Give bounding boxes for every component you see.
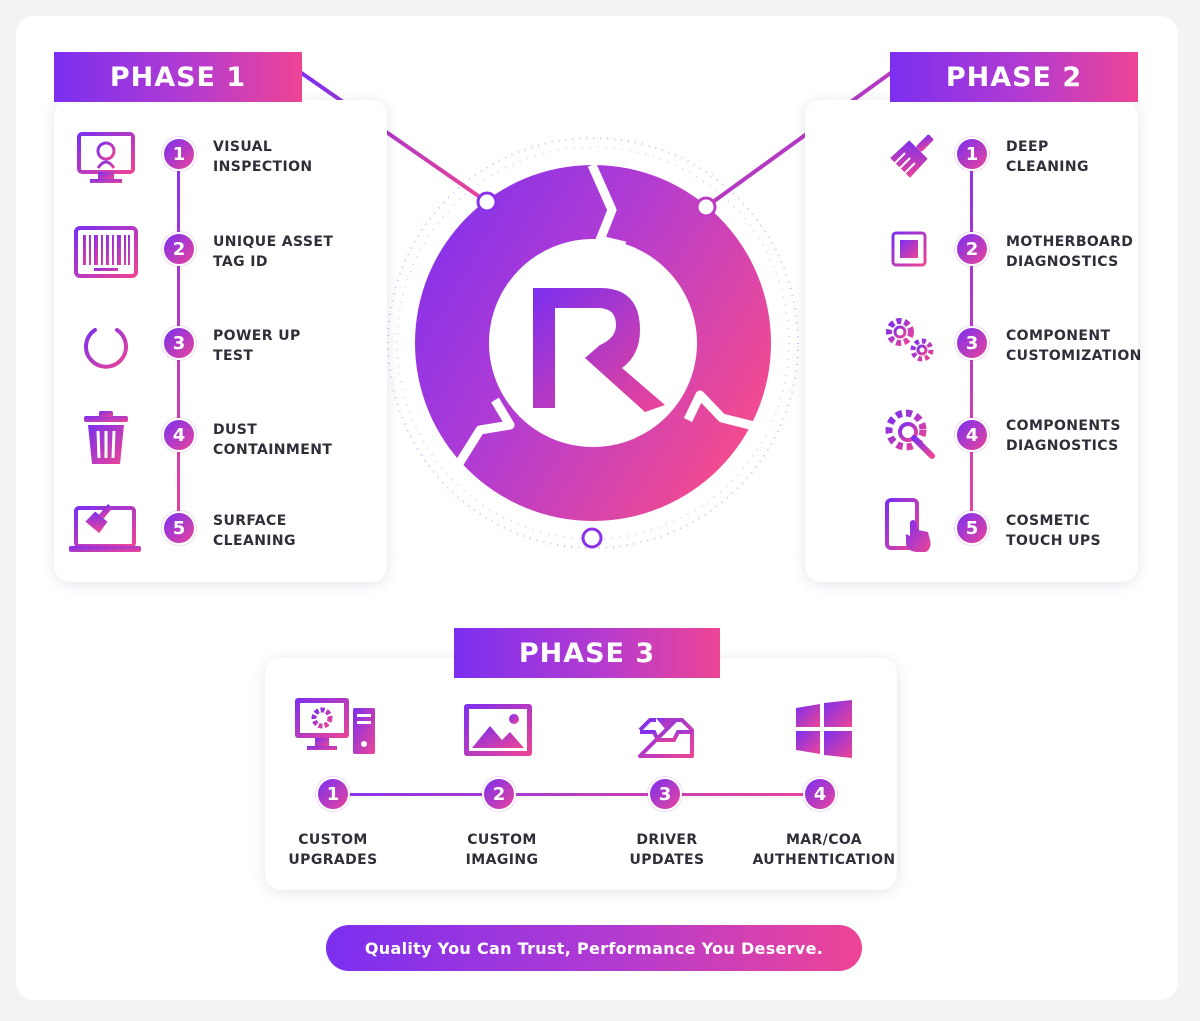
trash-bin-icon <box>84 411 128 464</box>
phase1-step-3-label: POWER UP TEST <box>213 328 301 364</box>
phase2-step-5-number: 5 <box>955 511 989 545</box>
phase3-title: PHASE 3 <box>454 628 720 678</box>
phase2-step-4-number: 4 <box>955 418 989 452</box>
phase2-step-2-label: MOTHERBOARD DIAGNOSTICS <box>1006 234 1134 270</box>
phase2-step-5-label: COSMETIC TOUCH UPS <box>1006 513 1101 549</box>
phase3-step-2-label: CUSTOM IMAGING <box>465 832 539 868</box>
phase3-step-4-number: 4 <box>803 777 837 811</box>
r-logo-icon <box>533 288 665 412</box>
phase3-timeline <box>333 793 823 796</box>
tagline-banner: Quality You Can Trust, Performance You D… <box>326 925 862 971</box>
phase1-step-2-number: 2 <box>162 232 196 266</box>
phase2-title: PHASE 2 <box>890 52 1138 102</box>
gear-magnifier-icon <box>885 409 935 459</box>
chip-icon <box>884 224 934 274</box>
connector-phase2 <box>704 70 894 209</box>
barcode-icon <box>74 226 138 278</box>
power-icon <box>84 320 128 369</box>
tablet-touch-icon <box>885 498 931 552</box>
phase1-step-1-number: 1 <box>162 137 196 171</box>
phase3-step-1-label: CUSTOM UPGRADES <box>288 832 378 868</box>
desktop-gear-icon <box>295 698 375 754</box>
phase1-step-5-number: 5 <box>162 511 196 545</box>
phase1-step-4-number: 4 <box>162 418 196 452</box>
phase2-step-3-number: 3 <box>955 326 989 360</box>
phase3-step-1-number: 1 <box>316 777 350 811</box>
phase3-step-2-number: 2 <box>482 777 516 811</box>
phase1-title: PHASE 1 <box>54 52 302 102</box>
cycle-ring <box>415 163 772 521</box>
phase3-step-3-label: DRIVER UPDATES <box>629 832 705 868</box>
connector-phase1 <box>298 70 489 204</box>
windows-logo-icon <box>796 700 852 758</box>
phase1-step-2-label: UNIQUE ASSET TAG ID <box>213 234 334 270</box>
monitor-magnifier-icon <box>77 132 135 183</box>
phase2-step-1-label: DEEP CLEANING <box>1006 139 1089 175</box>
phase3-card <box>265 658 897 890</box>
phase1-step-5-label: SURFACE CLEANING <box>213 513 296 549</box>
laptop-brush-icon <box>69 504 141 552</box>
gears-icon <box>886 318 934 362</box>
tray-download-icon <box>638 702 694 758</box>
brush-icon <box>890 134 934 178</box>
phase2-step-4-label: COMPONENTS DIAGNOSTICS <box>1006 418 1121 454</box>
halo-dots <box>387 137 799 549</box>
phase1-step-4-label: DUST CONTAINMENT <box>213 422 333 458</box>
phase2-step-2-number: 2 <box>955 232 989 266</box>
phase1-step-1-label: VISUAL INSPECTION <box>213 139 313 175</box>
phase3-step-3-number: 3 <box>648 777 682 811</box>
phase2-step-1-number: 1 <box>955 137 989 171</box>
phase1-step-3-number: 3 <box>162 326 196 360</box>
phase2-step-3-label: COMPONENT CUSTOMIZATION <box>1006 328 1142 364</box>
image-icon <box>464 704 532 756</box>
phase3-step-4-label: MAR/COA AUTHENTICATION <box>752 832 896 868</box>
